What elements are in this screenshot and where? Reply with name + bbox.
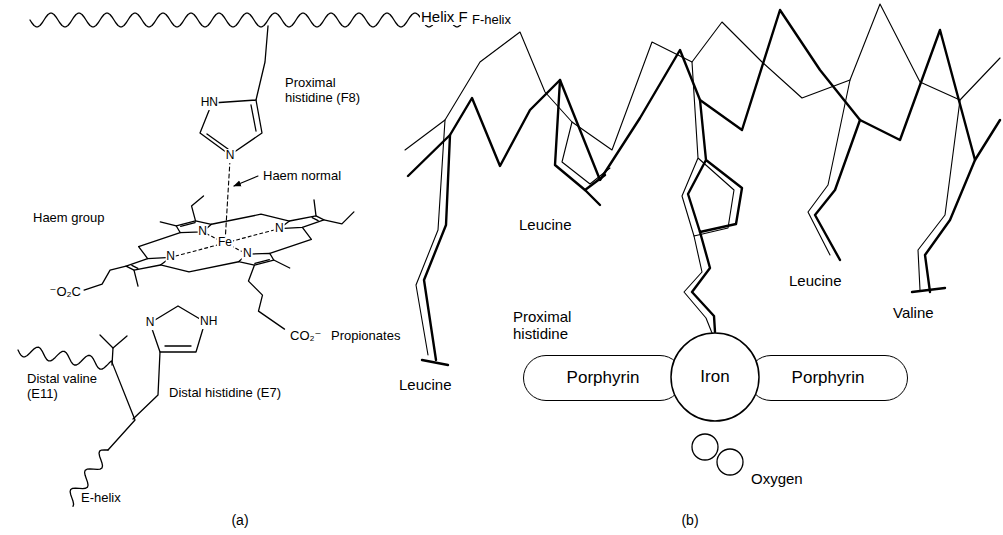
leucine-side-chain xyxy=(416,120,445,355)
alpha-carbon-trace xyxy=(408,10,1000,180)
atom-label: N xyxy=(165,250,176,264)
node-label: Iron xyxy=(700,367,729,387)
residue-label: Distal histidine (E7) xyxy=(168,386,282,401)
f-helix-backbone xyxy=(30,13,464,27)
histidine-side-chain xyxy=(682,62,734,236)
node-label: Porphyrin xyxy=(792,368,865,388)
atom-label: HN xyxy=(200,96,219,110)
pyrrole-ring xyxy=(279,216,324,229)
leucine-side-chain xyxy=(585,190,600,205)
axis-label: Haem normal xyxy=(262,169,342,184)
porphyrin-plane: Porphyrin xyxy=(748,355,908,401)
atom-label: N xyxy=(242,247,253,261)
carboxylate-label: CO₂⁻ xyxy=(289,329,322,344)
fe-n-bond xyxy=(225,229,279,243)
histidine-stem xyxy=(133,352,160,419)
atom-label: N xyxy=(145,316,156,330)
double-bond xyxy=(132,265,138,268)
double-bond xyxy=(312,218,318,221)
imidazole-ring xyxy=(150,306,205,352)
double-bond xyxy=(165,345,191,346)
atom-label: NH xyxy=(199,315,218,329)
leucine-side-chain xyxy=(808,80,850,255)
methyl-group xyxy=(274,260,290,268)
double-bond xyxy=(251,105,256,131)
residue-label: Proximal histidine xyxy=(512,308,594,343)
valine-side-chain xyxy=(912,288,945,292)
leucine-side-chain xyxy=(555,80,605,190)
helix-label: F-helix xyxy=(471,13,512,28)
atom-outline xyxy=(671,333,759,421)
porphyrin-plane: Porphyrin xyxy=(523,355,683,401)
double-bond xyxy=(181,223,195,227)
vinyl-group xyxy=(192,196,204,221)
methyl-group xyxy=(160,222,176,226)
molecule-label: Oxygen xyxy=(750,470,804,487)
panel-label: (a) xyxy=(230,512,249,528)
leucine-side-chain xyxy=(422,360,448,365)
residue-label: Leucine xyxy=(518,216,573,233)
valine-side-chain xyxy=(918,100,960,290)
valine-side-chain xyxy=(100,335,127,348)
residue-label: Distal valine (E11) xyxy=(26,372,102,402)
methyl-group xyxy=(314,200,316,216)
atom-label: N xyxy=(197,225,208,239)
double-bond xyxy=(207,134,228,149)
pointer-arrow xyxy=(234,176,258,186)
panel-label: (b) xyxy=(680,512,699,528)
propionate-chain xyxy=(248,265,284,329)
group-label: Haem group xyxy=(32,211,106,226)
leucine-side-chain xyxy=(562,122,610,184)
valine-side-chain xyxy=(112,348,113,365)
haem-normal xyxy=(225,160,230,243)
atom-label: N xyxy=(225,149,236,163)
methyl-group xyxy=(134,270,138,286)
atom-label: N xyxy=(274,222,285,236)
e-helix-backbone xyxy=(18,347,135,450)
iron-atom: Iron xyxy=(670,332,760,422)
residue-label: Leucine xyxy=(398,376,453,393)
atom-label: Fe xyxy=(217,236,233,250)
vinyl-group xyxy=(324,212,354,224)
histidine-side-chain xyxy=(692,232,715,332)
group-label: Propionates xyxy=(330,329,401,344)
oxygen-atom xyxy=(692,434,718,460)
helix-label: Helix F xyxy=(420,8,469,25)
carboxylate-label: ⁻O₂C xyxy=(49,285,82,300)
helix-label: E-helix xyxy=(80,491,122,506)
pyrrole-ring xyxy=(126,257,171,270)
double-bond xyxy=(255,260,269,264)
oxygen-atom xyxy=(717,449,743,475)
propionate-chain xyxy=(84,266,126,290)
histidine-side-chain xyxy=(684,236,712,333)
histidine-stem xyxy=(256,26,268,100)
node-label: Porphyrin xyxy=(567,368,640,388)
residue-label: Proximal histidine (F8) xyxy=(284,76,378,106)
leucine-side-chain xyxy=(424,135,450,360)
residue-label: Valine xyxy=(892,304,935,321)
residue-label: Leucine xyxy=(788,272,843,289)
